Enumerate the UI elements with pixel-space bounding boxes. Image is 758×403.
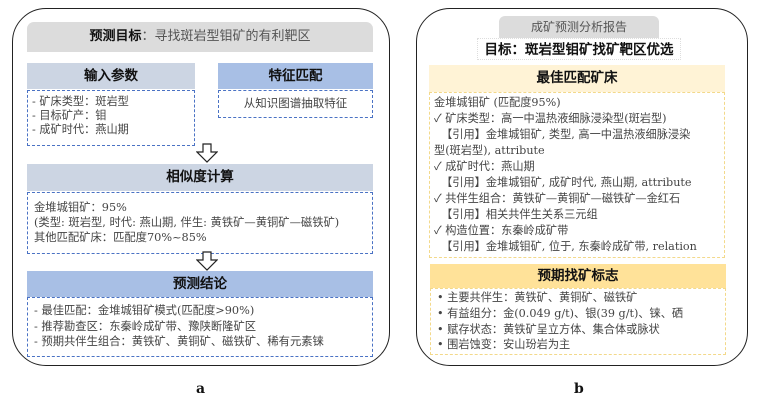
down-arrow-icon	[196, 251, 218, 271]
best-match-line: 金堆城钼矿 (匹配度95%)	[434, 96, 561, 109]
goal-text: 寻找斑岩型钼矿的有利靶区	[154, 29, 311, 44]
conclusion-item: - 最佳匹配：金堆城钼矿模式(匹配度>90%)	[34, 304, 255, 317]
goal-separator: ：	[141, 29, 155, 44]
best-match-line: ✓ 构造位置：东秦岭成矿带	[434, 224, 569, 237]
feature-match-header: 特征匹配	[218, 63, 373, 89]
goal-label: 预测目标	[89, 29, 142, 44]
conclusion-box: - 最佳匹配：金堆城钼矿模式(匹配度>90%) - 推荐勘查区：东秦岭成矿带、豫…	[27, 297, 373, 357]
down-arrow-icon	[196, 143, 218, 163]
prediction-goal-banner: 预测目标：寻找斑岩型钼矿的有利靶区	[27, 22, 373, 52]
input-param-item: - 矿床类型：斑岩型	[32, 95, 129, 108]
indicator-item: • 赋存状态：黄铁矿呈立方体、集合体或脉状	[437, 322, 660, 336]
best-match-box: 金堆城钼矿 (匹配度95%) ✓ 矿床类型：高一中温热液细脉浸染型(斑岩型) 【…	[429, 92, 725, 258]
similarity-header: 相似度计算	[27, 164, 373, 191]
best-match-line: ✓ 成矿时代：燕山期	[434, 160, 535, 173]
best-match-line: 型(斑岩型), attribute	[434, 144, 545, 157]
similarity-line: 其他匹配矿床：匹配度70%~85%	[34, 231, 207, 244]
conclusion-item: - 推荐勘查区：东秦岭成矿带、豫陕断隆矿区	[34, 319, 257, 333]
indicators-box: • 主要共伴生：黄铁矿、黄铜矿、磁铁矿 • 有益组分：金(0.049 g/t)、…	[430, 288, 726, 355]
best-match-header: 最佳匹配矿床	[429, 65, 725, 92]
indicator-item: • 主要共伴生：黄铁矿、黄铜矿、磁铁矿	[437, 291, 638, 304]
feature-match-text: 从知识图谱抽取特征	[243, 96, 348, 110]
panel-a-caption: a	[196, 381, 206, 397]
best-match-line: 【引用】金堆城钼矿, 类型, 高一中温热液细脉浸染	[434, 128, 691, 141]
input-params-header: 输入参数	[27, 63, 195, 89]
similarity-line: 金堆城钼矿：95%	[34, 201, 127, 214]
similarity-line: (类型: 斑岩型, 时代: 燕山期, 伴生: 黄铁矿—黄铜矿—磁铁矿)	[34, 216, 340, 229]
input-params-box: - 矿床类型：斑岩型 - 目标矿产：钼 - 成矿时代：燕山期	[27, 90, 195, 146]
indicators-header: 预期找矿标志	[430, 264, 726, 288]
input-param-item: - 成矿时代：燕山期	[32, 123, 129, 137]
best-match-line: ✓ 矿床类型：高一中温热液细脉浸染型(斑岩型)	[434, 112, 667, 125]
similarity-box: 金堆城钼矿：95% (类型: 斑岩型, 时代: 燕山期, 伴生: 黄铁矿—黄铜矿…	[27, 192, 373, 254]
best-match-line: 【引用】金堆城钼矿, 位于, 东秦岭成矿带, relation	[434, 240, 697, 253]
best-match-line: 【引用】金堆城钼矿, 成矿时代, 燕山期, attribute	[434, 176, 692, 189]
panel-b-caption: b	[574, 381, 584, 397]
conclusion-item: - 预期共伴生组合：黄铁矿、黄铜矿、磁铁矿、稀有元素铼	[34, 335, 324, 348]
report-goal: 目标：斑岩型钼矿找矿靶区优选	[477, 38, 681, 60]
best-match-line: ✓ 共伴生组合：黄铁矿—黄铜矿—磁铁矿—金红石	[434, 192, 681, 205]
indicator-item: • 有益组分：金(0.049 g/t)、银(39 g/t)、铼、硒	[437, 306, 684, 320]
feature-match-box: 从知识图谱抽取特征	[218, 90, 373, 118]
report-label: 成矿预测分析报告	[499, 16, 659, 38]
report-label-text: 成矿预测分析报告	[530, 20, 627, 34]
best-match-line: 【引用】相关共伴生关系三元组	[434, 208, 598, 221]
input-param-item: - 目标矿产：钼	[32, 109, 107, 123]
indicator-item: • 围岩蚀变：安山玢岩为主	[437, 338, 571, 352]
conclusion-header: 预测结论	[27, 271, 373, 297]
